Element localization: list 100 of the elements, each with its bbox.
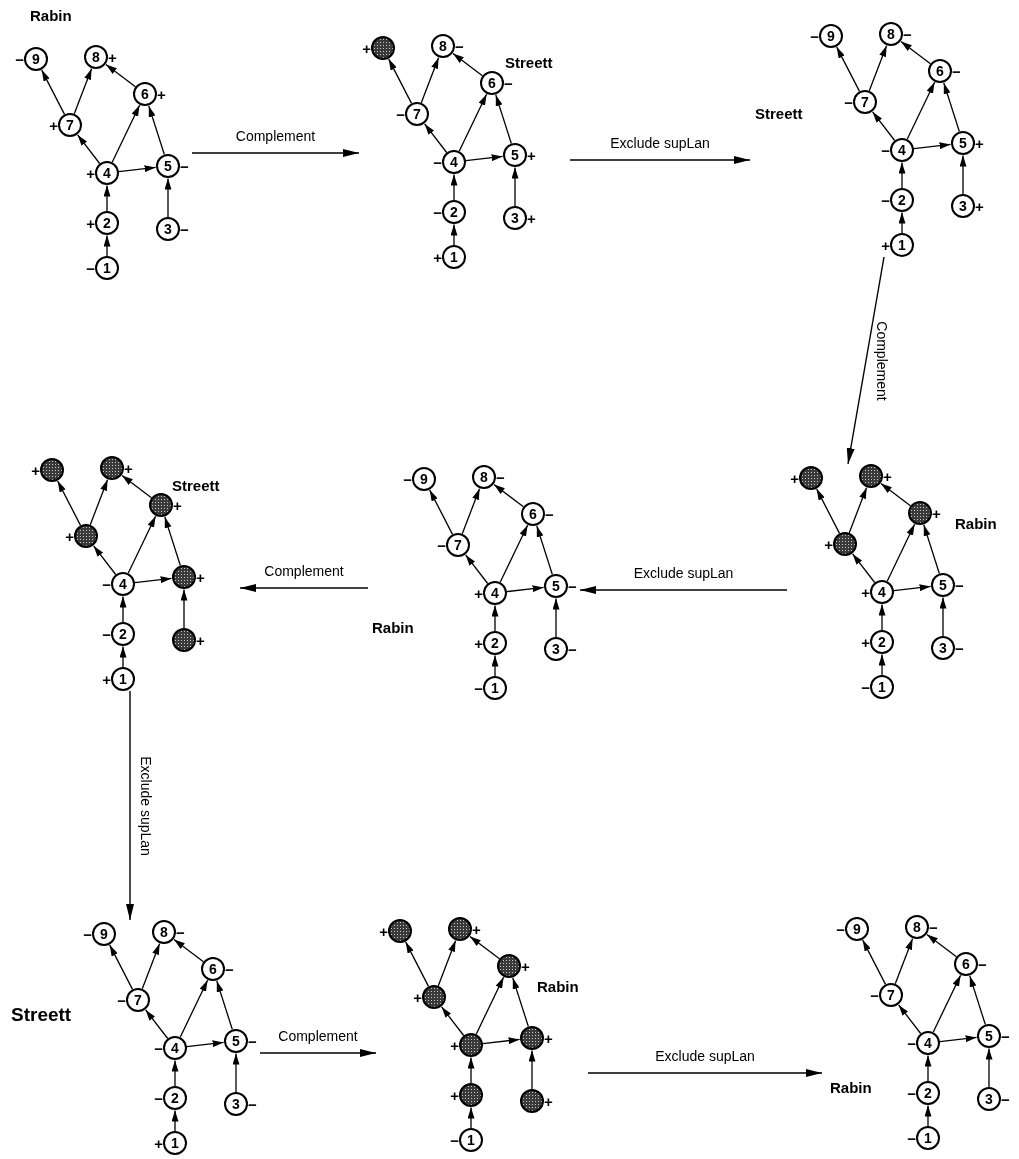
transition-arrow [862, 939, 887, 985]
transition-arrow [458, 93, 488, 152]
transformation-arrow [569, 156, 751, 164]
state-number: 5 [164, 159, 172, 173]
sign-label: − [154, 1090, 163, 1106]
transition-arrow [499, 524, 529, 583]
sign-label: − [176, 924, 185, 940]
transition-arrow [465, 154, 504, 162]
transition-arrow [429, 489, 454, 535]
state-number: 5 [959, 136, 967, 150]
state-number: 3 [959, 199, 967, 213]
state-number: 9 [853, 922, 861, 936]
transition-arrow [932, 974, 962, 1033]
state-number: 6 [936, 64, 944, 78]
sign-label: − [504, 75, 513, 91]
sign-label: + [861, 584, 870, 600]
state-number: 6 [529, 507, 537, 521]
sign-label: − [836, 921, 845, 937]
sign-label: − [102, 626, 111, 642]
sign-label: + [102, 671, 111, 687]
state-number: 2 [924, 1086, 932, 1100]
sign-label: − [955, 640, 964, 656]
transformation-arrow [239, 584, 369, 592]
sign-label: + [861, 634, 870, 650]
automaton-type-label: Rabin [537, 979, 579, 994]
automaton-type-label: Rabin [830, 1080, 872, 1095]
sign-label: + [413, 989, 422, 1005]
sign-label: − [907, 1035, 916, 1051]
sign-label: + [196, 569, 205, 585]
state-number: 7 [454, 538, 462, 552]
sign-label: + [883, 468, 892, 484]
state-number: 8 [887, 27, 895, 41]
transition-arrow [528, 1049, 536, 1090]
sign-label: − [810, 28, 819, 44]
sign-label: + [31, 462, 40, 478]
state-number: 4 [878, 585, 886, 599]
state-number: 3 [164, 222, 172, 236]
transformation-arrow [587, 1069, 823, 1077]
state-number: 3 [552, 642, 560, 656]
state-number: 8 [92, 50, 100, 64]
sign-label: + [521, 958, 530, 974]
state-number: 6 [962, 957, 970, 971]
sign-label: + [544, 1093, 553, 1109]
sign-label: + [472, 921, 481, 937]
state-number: 8 [913, 920, 921, 934]
state-number: 4 [119, 577, 127, 591]
sign-label: − [903, 26, 912, 42]
state-number: 6 [488, 76, 496, 90]
sign-label: + [975, 135, 984, 151]
sign-label: + [49, 117, 58, 133]
automaton-type-label: Streett [505, 55, 553, 70]
transition-arrow [475, 976, 505, 1035]
transition-arrow [405, 941, 430, 987]
transition-arrow [109, 944, 134, 990]
sign-label: − [952, 63, 961, 79]
sign-label: − [403, 471, 412, 487]
state-number: 8 [439, 39, 447, 53]
state-number: 1 [878, 680, 886, 694]
sign-label: − [1001, 1028, 1010, 1044]
sign-label: + [932, 505, 941, 521]
state-number: 1 [491, 681, 499, 695]
state-number: 9 [32, 52, 40, 66]
state-number: 8 [480, 470, 488, 484]
sign-label: + [379, 923, 388, 939]
automaton-type-label: Streett [172, 478, 220, 493]
sign-label: + [196, 632, 205, 648]
state-number: 6 [209, 962, 217, 976]
transition-arrow [511, 166, 519, 207]
sign-label: + [157, 86, 166, 102]
transition-arrow [420, 57, 440, 104]
transition-arrow [216, 980, 233, 1031]
sign-label: − [117, 992, 126, 1008]
transition-arrow [148, 105, 165, 156]
sign-label: − [474, 680, 483, 696]
transition-arrow [186, 1040, 225, 1048]
sign-label: + [450, 1087, 459, 1103]
transition-arrow [89, 479, 109, 526]
sign-label: + [975, 198, 984, 214]
state-number: 3 [939, 641, 947, 655]
state-number: 1 [171, 1136, 179, 1150]
transition-arrow [924, 1054, 932, 1082]
state-number: 1 [467, 1133, 475, 1147]
state-number: 1 [898, 238, 906, 252]
transition-arrow [461, 488, 481, 535]
automaton-type-label: Rabin [955, 516, 997, 531]
transition-arrow [886, 523, 916, 582]
sign-label: + [86, 215, 95, 231]
transformation-arrow [126, 690, 134, 921]
transition-arrow [868, 45, 888, 92]
sign-label: + [362, 40, 371, 56]
state-number: 5 [985, 1029, 993, 1043]
state-number: 9 [420, 472, 428, 486]
transition-arrow [467, 1106, 475, 1129]
transition-arrow [878, 653, 886, 676]
transition-arrow [171, 1109, 179, 1132]
sign-label: − [396, 106, 405, 122]
transition-arrow [512, 977, 529, 1028]
transformation-arrow [846, 256, 885, 465]
sign-label: − [1001, 1091, 1010, 1107]
transition-arrow [164, 177, 172, 218]
